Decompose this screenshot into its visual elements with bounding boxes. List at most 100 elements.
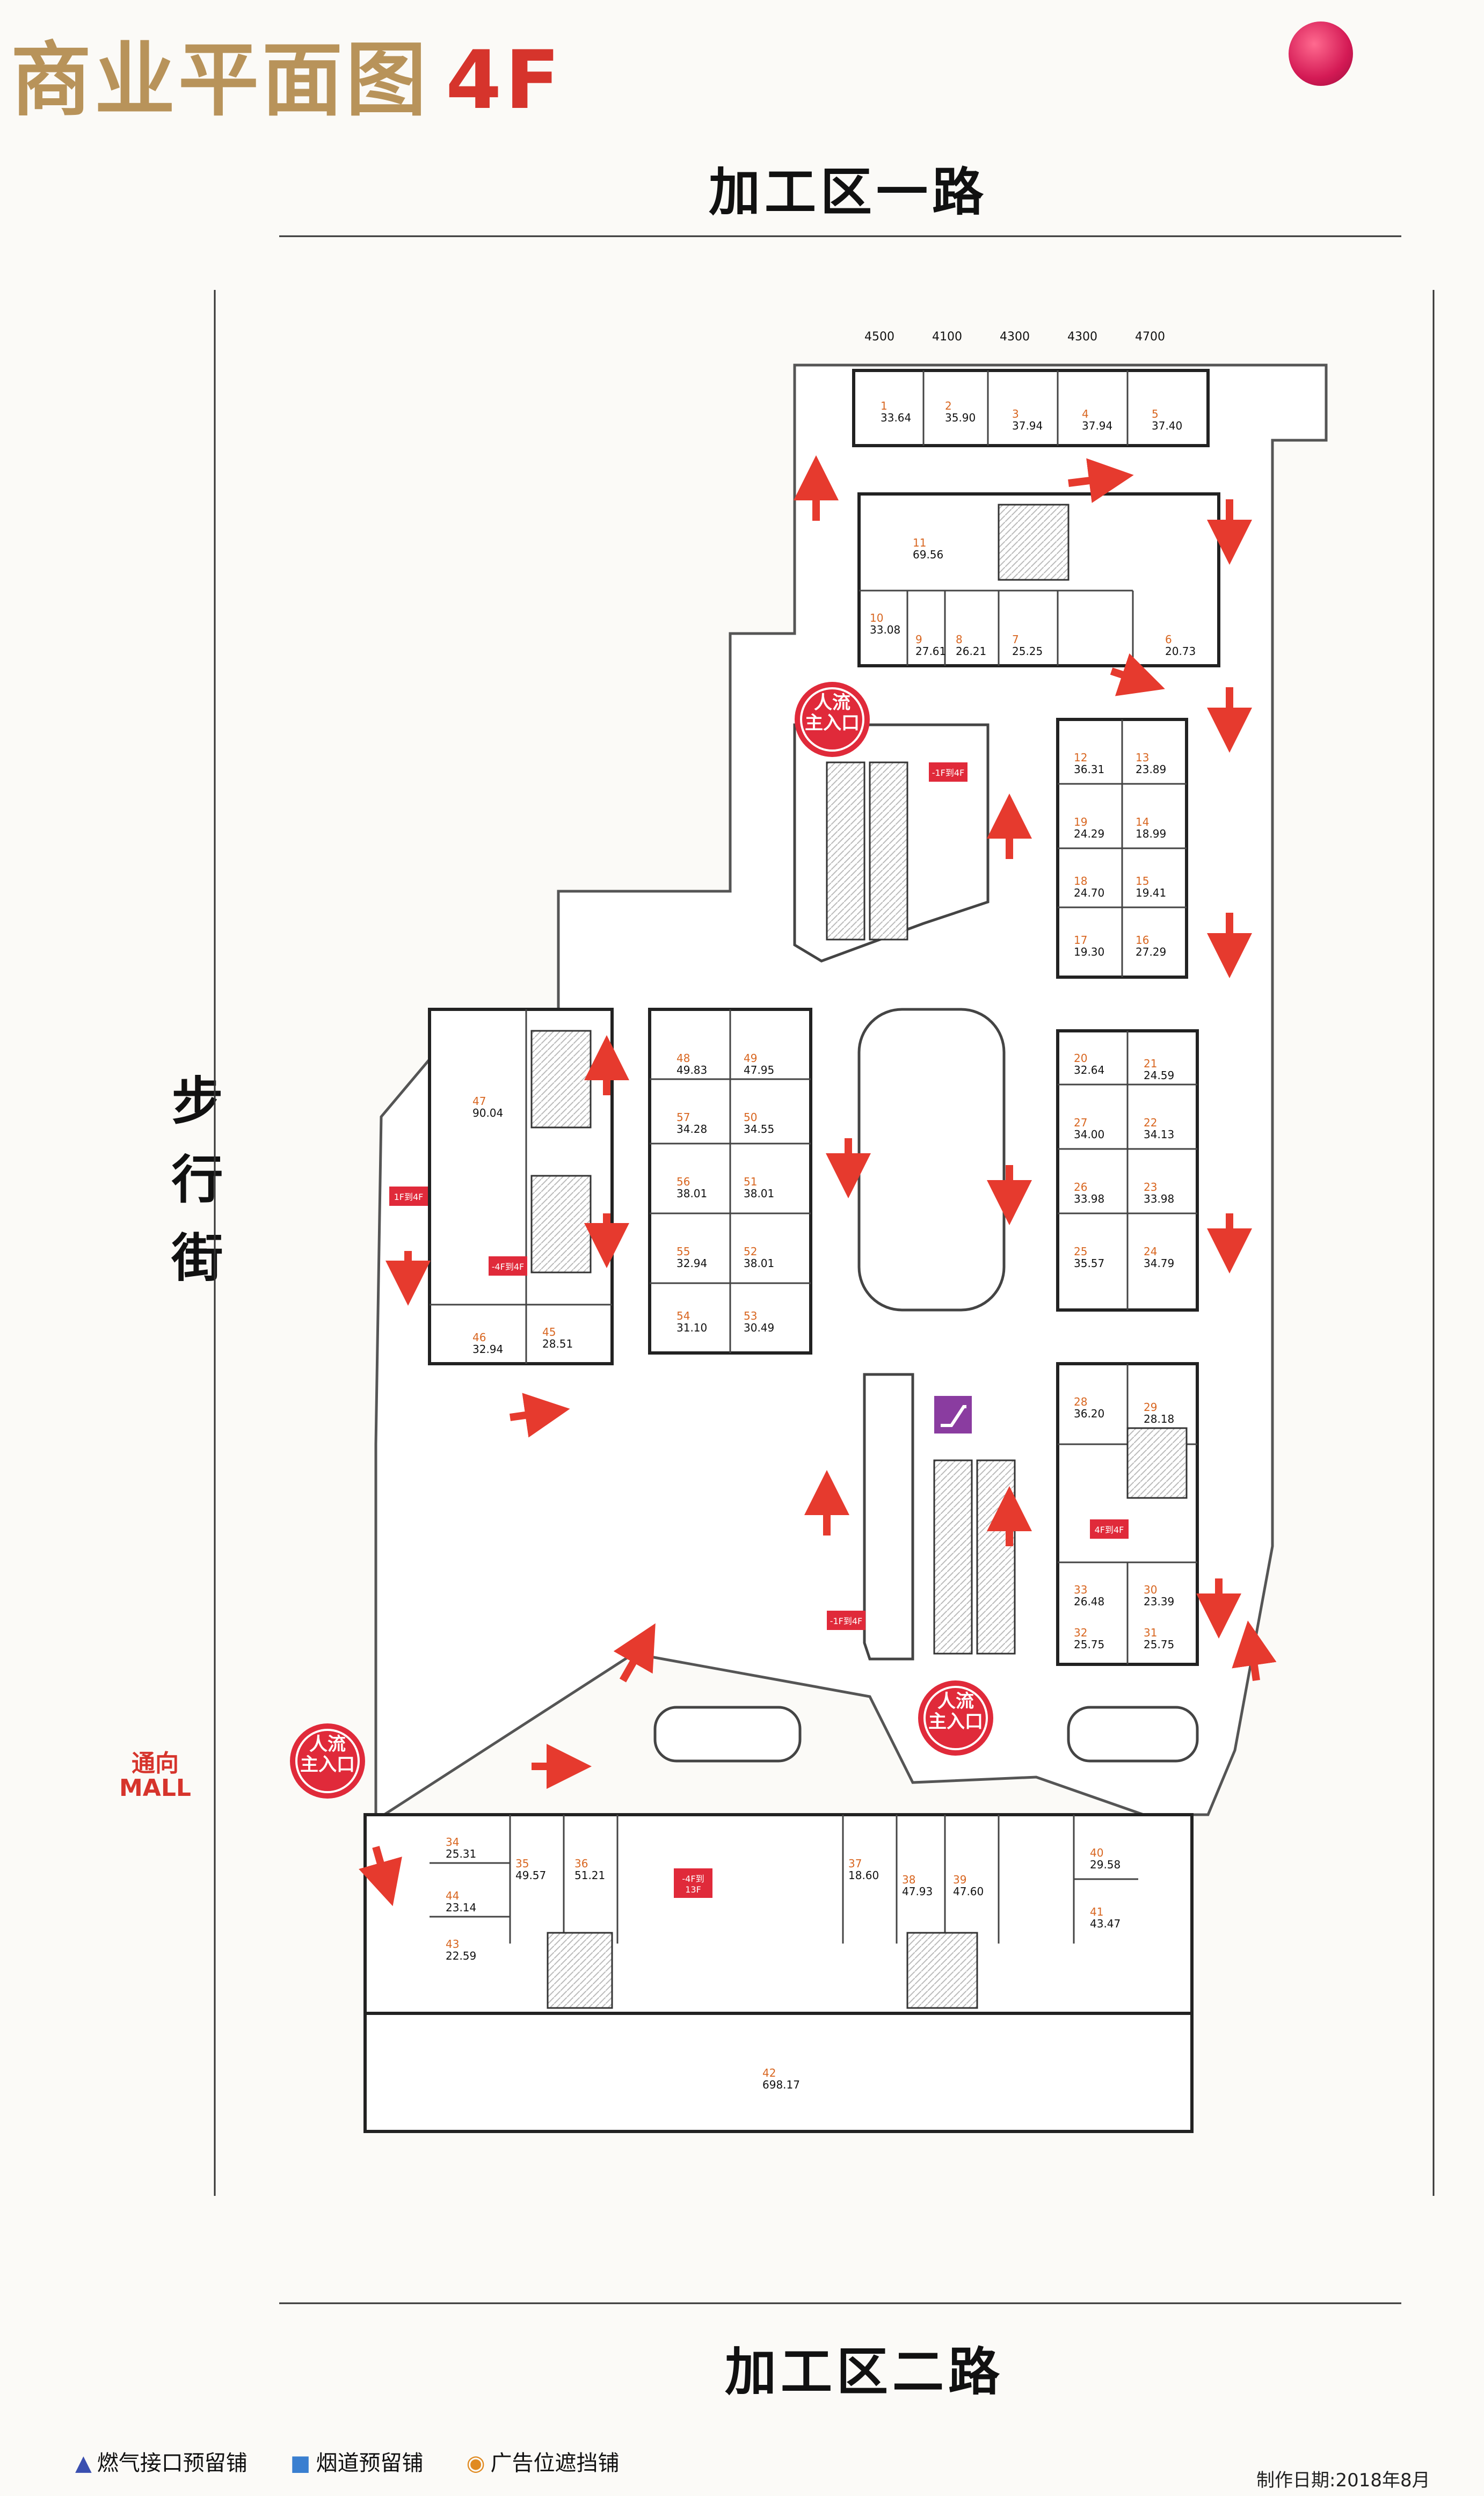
shop-number: 6 [1165, 633, 1172, 646]
shop-number: 55 [676, 1245, 690, 1258]
shop-number: 45 [542, 1326, 556, 1338]
shop-number: 8 [956, 633, 963, 646]
floor-label: 4F [446, 34, 563, 127]
shop-number: 13 [1136, 751, 1150, 764]
shop-area: 18.60 [848, 1869, 879, 1882]
entrance-badge-top [795, 682, 870, 757]
legend-item-ad: ◉广告位遮挡铺 [467, 2446, 620, 2477]
stairwells [530, 504, 1188, 2009]
shop-number: 22 [1144, 1116, 1158, 1129]
shop-area: 38.01 [676, 1187, 708, 1200]
shop-area: 20.73 [1165, 645, 1196, 658]
shop-area: 90.04 [472, 1107, 504, 1119]
shop-number: 14 [1136, 816, 1150, 828]
shop-number: 32 [1074, 1626, 1088, 1639]
to-mall-line1: 通向 [131, 1750, 179, 1777]
shop-number: 52 [744, 1245, 758, 1258]
shop-number: 51 [744, 1175, 758, 1188]
entrance-badge-left [290, 1723, 365, 1799]
shop-area: 19.41 [1136, 886, 1167, 899]
shop-area: 24.70 [1074, 886, 1105, 899]
entrance-label-left: 人流 主入口 [295, 1734, 360, 1775]
shop-area: 23.39 [1144, 1595, 1175, 1608]
shop-area: 37.94 [1012, 419, 1043, 432]
shop-number: 3 [1012, 407, 1019, 420]
shop-number: 10 [870, 612, 884, 624]
shop-number: 16 [1136, 934, 1150, 947]
shop-area: 34.55 [744, 1123, 775, 1136]
shop-area: 24.59 [1144, 1069, 1175, 1082]
shop-number: 36 [574, 1857, 588, 1870]
shop-number: 19 [1074, 816, 1088, 828]
shop-area: 27.29 [1136, 945, 1167, 958]
shop-area: 38.01 [744, 1187, 775, 1200]
shop-area: 23.89 [1136, 763, 1167, 776]
shop-area: 32.94 [676, 1257, 708, 1270]
shop-area: 37.40 [1152, 419, 1183, 432]
shop-area: 34.00 [1074, 1128, 1105, 1141]
elevator-icon: -1F到4F [929, 762, 967, 782]
shop-number: 4 [1082, 407, 1089, 420]
shop-area: 25.25 [1012, 645, 1043, 658]
shop-area: 27.61 [915, 645, 947, 658]
